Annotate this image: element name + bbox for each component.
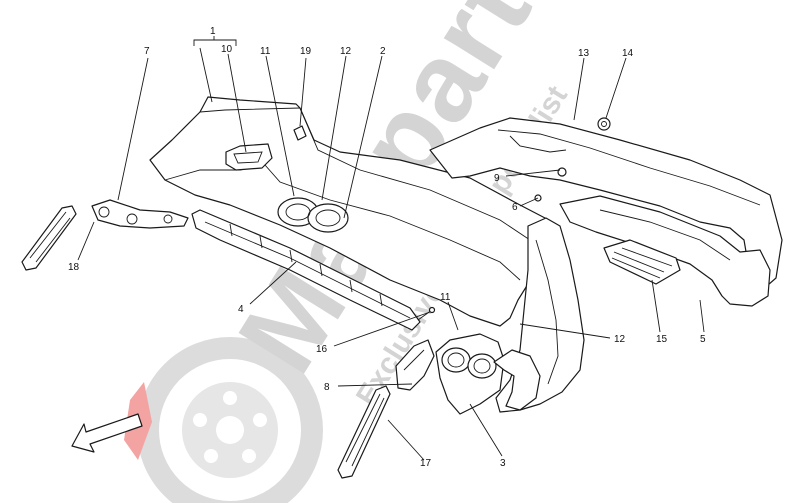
callout-11-upper: 11 [260, 46, 271, 57]
callout-19: 19 [300, 46, 312, 57]
left-slide-bracket [21, 205, 77, 271]
rear-reinforcement-beam [191, 209, 421, 331]
callout-labels: 1 10 11 19 12 2 7 18 4 16 11 12 8 17 3 1… [68, 26, 706, 469]
lower-grid-panel [603, 239, 681, 285]
left-side-bracket [91, 199, 189, 229]
callout-5: 5 [700, 334, 706, 345]
callout-12-upper: 12 [340, 46, 352, 57]
clip-part-9 [557, 167, 567, 177]
callout-9: 9 [494, 173, 500, 184]
callout-17: 17 [420, 458, 432, 469]
callout-18: 18 [68, 262, 80, 273]
callout-13: 13 [578, 48, 590, 59]
callout-11-lower: 11 [440, 292, 451, 303]
callout-15: 15 [656, 334, 668, 345]
front-direction-arrow-icon [71, 413, 143, 453]
callout-2: 2 [380, 46, 386, 57]
right-side-bracket [395, 339, 435, 391]
callout-1: 1 [210, 26, 216, 37]
callout-12-lower: 12 [614, 334, 626, 345]
fastener-14 [597, 117, 611, 131]
callout-14: 14 [622, 48, 634, 59]
leader-lines [77, 36, 705, 461]
callout-10: 10 [221, 44, 233, 55]
exhaust-tailpipe-housing-lower [435, 333, 505, 415]
callout-7: 7 [144, 46, 150, 57]
clip-part-19 [293, 125, 307, 141]
callout-8: 8 [324, 382, 330, 393]
callout-6: 6 [512, 202, 518, 213]
callout-3: 3 [500, 458, 506, 469]
wheel-arch-liner [493, 349, 541, 411]
exhaust-tailpipe-housing-upper [277, 197, 349, 233]
right-slide-bracket [337, 385, 391, 479]
callout-4: 4 [238, 304, 244, 315]
watermark-disc-logo [124, 337, 323, 503]
callout-16: 16 [316, 344, 328, 355]
